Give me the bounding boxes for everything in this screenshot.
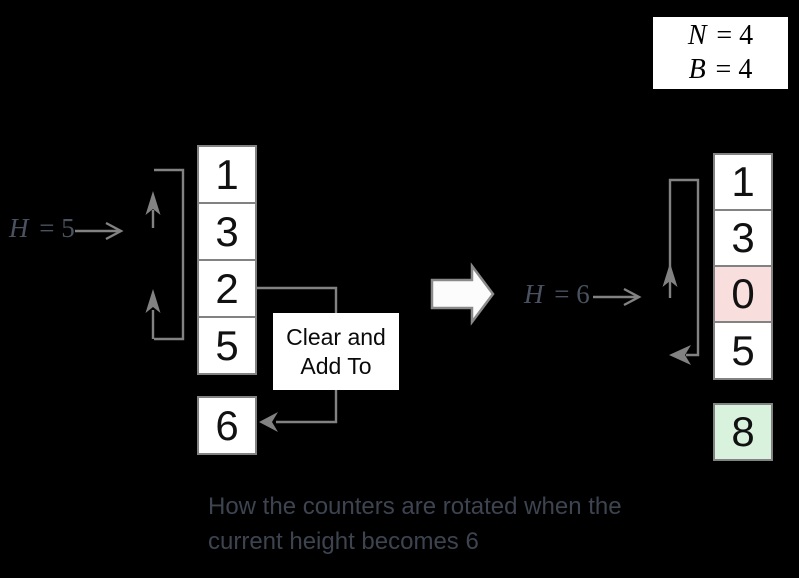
left-arrow-icon xyxy=(669,345,691,365)
height-value: = 6 xyxy=(554,279,590,309)
right-arrow-head-icon xyxy=(623,287,642,307)
height-value: = 5 xyxy=(39,213,75,243)
up-arrow-icon xyxy=(662,263,678,287)
clear-add-line1: Clear and xyxy=(286,323,386,350)
counter-cell: 3 xyxy=(713,209,773,267)
height-label-right: H = 6 xyxy=(524,279,590,310)
caption-line1: How the counters are rotated when the xyxy=(208,493,622,520)
spare-cell: 6 xyxy=(197,396,257,455)
height-var: H xyxy=(9,213,29,243)
clear-add-line2: Add To xyxy=(300,352,372,379)
transition-arrow-icon xyxy=(430,262,495,326)
counter-cell: 5 xyxy=(713,321,773,380)
param-n-var: N xyxy=(687,20,707,51)
param-n: N = 4 xyxy=(688,19,753,53)
right-arrow-head-icon xyxy=(105,221,124,241)
params-box: N = 4 B = 4 xyxy=(653,17,788,89)
counter-cell: 5 xyxy=(197,316,257,375)
param-b-var: B xyxy=(688,54,706,85)
rotation-loop-right xyxy=(668,178,700,357)
param-n-value: = 4 xyxy=(716,20,754,51)
left-arrow-icon xyxy=(259,412,278,432)
caption-line2: current height becomes 6 xyxy=(208,528,479,555)
counter-cell: 1 xyxy=(713,153,773,211)
height-var: H xyxy=(524,279,544,309)
counter-cell-cleared: 0 xyxy=(713,265,773,323)
counter-cell: 1 xyxy=(197,145,257,204)
counter-cell: 3 xyxy=(197,202,257,261)
clear-add-box: Clear and Add To xyxy=(273,313,399,390)
counter-cell: 2 xyxy=(197,259,257,318)
caption: How the counters are rotated when the cu… xyxy=(208,489,622,559)
up-arrow-icon xyxy=(145,191,161,215)
param-b-value: = 4 xyxy=(715,54,753,85)
spare-cell-updated: 8 xyxy=(713,403,773,461)
param-b: B = 4 xyxy=(689,53,753,87)
height-label-left: H = 5 xyxy=(9,213,75,244)
rotation-loop-left xyxy=(154,168,185,341)
up-arrow-icon xyxy=(145,289,161,313)
